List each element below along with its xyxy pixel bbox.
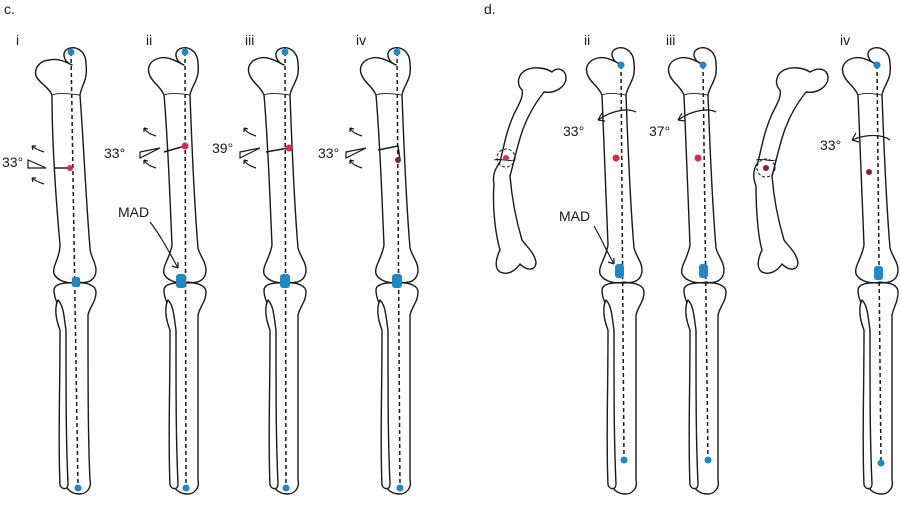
correction-wedge (345, 147, 367, 159)
femoral-head-center-marker (393, 48, 401, 56)
fibula-outline (55, 299, 69, 490)
femur-outline (147, 46, 207, 284)
osteotomy-site-marker (181, 142, 189, 150)
fibula-outline (859, 299, 873, 490)
ankle-center-marker (396, 484, 404, 492)
knee-center-marker (874, 266, 883, 280)
fibula-outline (685, 299, 699, 490)
osteotomy-ring (496, 148, 516, 168)
femur-outline (585, 46, 643, 284)
correction-angle-label: 33° (318, 145, 339, 161)
osteotomy-site-marker (612, 154, 620, 162)
ankle-center-marker (282, 484, 290, 492)
femur-outline (841, 46, 899, 284)
panel-d-letter: d. (484, 1, 496, 17)
osteotomy-site-marker (763, 165, 769, 171)
knee-center-marker (615, 264, 624, 278)
ankle-center-marker (704, 456, 712, 464)
rotation-arrow (677, 109, 717, 122)
panel-d-ii-label: ii (584, 32, 590, 48)
osteotomy-line (163, 145, 186, 153)
knee-center-marker (72, 277, 80, 287)
panel-d-iv-limb: iv 33° (820, 32, 899, 495)
fibula-outline (603, 299, 617, 490)
fibula-outline (377, 299, 391, 490)
panel-d-femur-b (753, 67, 829, 274)
fibula-outline (265, 299, 279, 490)
femur-outline (34, 46, 97, 284)
osteotomy-site-marker (694, 154, 702, 162)
panel-c-i-limb: i 33° (2, 32, 97, 495)
panel-c-ii-label: ii (146, 32, 152, 48)
panel-c-letter: c. (4, 1, 15, 17)
correction-angle-label: 33° (104, 145, 125, 161)
knee-center-marker (699, 264, 708, 278)
femur-outline (667, 46, 725, 284)
panel-d-ii-limb: ii 33° MAD (559, 32, 645, 495)
panel-c-iv-limb: iv 33° (318, 32, 419, 495)
femur-outline (359, 46, 419, 284)
correction-wedge (239, 147, 261, 159)
osteotomy-line (377, 145, 401, 161)
fibula-outline (165, 299, 179, 490)
osteotomy-site-marker (395, 157, 401, 163)
femur-outline (492, 67, 567, 274)
femur-outline (247, 46, 307, 284)
panel-d-femur-a (492, 67, 567, 274)
osteotomy-ring (756, 158, 776, 178)
mechanical-axis-line (702, 64, 709, 461)
osteotomy-site-marker (503, 155, 509, 161)
osteotomy-site-marker (866, 169, 872, 175)
panel-c-ii-limb: ii 33° MAD (104, 32, 207, 495)
correction-angle-label: 37° (649, 123, 670, 139)
ankle-center-marker (74, 484, 82, 492)
panel-d-iv-label: iv (840, 32, 850, 48)
osteotomy-line (265, 147, 289, 153)
mechanical-axis-line (284, 51, 287, 489)
panel-d-iii-label: iii (666, 32, 675, 48)
correction-angle-label: 33° (2, 154, 23, 170)
femoral-head-center-marker (67, 48, 75, 56)
panel-c-i-label: i (16, 32, 19, 48)
correction-wedge (139, 147, 161, 159)
rotation-arrow (597, 109, 637, 122)
correction-angle-label: 33° (563, 123, 584, 139)
mechanical-axis-line (184, 51, 187, 489)
femur-outline (753, 67, 829, 274)
ankle-center-marker (182, 484, 190, 492)
knee-center-marker (280, 274, 290, 288)
ankle-center-marker (620, 456, 628, 464)
panel-c-iii-label: iii (245, 32, 254, 48)
osteotomy-site-marker (67, 165, 73, 171)
femoral-head-center-marker (181, 48, 189, 56)
rotation-arrow (851, 132, 891, 143)
ankle-center-marker (877, 459, 885, 467)
femoral-head-center-marker (699, 61, 707, 69)
panel-c-iii-limb: iii 39° (212, 32, 307, 495)
mad-label: MAD (559, 208, 590, 224)
mechanical-axis-line (396, 51, 401, 489)
mechanical-axis-line (876, 64, 882, 464)
correction-wedge (27, 159, 47, 169)
mad-pointer (593, 225, 615, 265)
correction-angle-label: 33° (820, 137, 841, 153)
femoral-head-center-marker (281, 48, 289, 56)
mad-label: MAD (118, 204, 149, 220)
mad-pointer (149, 221, 179, 269)
panel-c-iv-label: iv (356, 32, 366, 48)
mechanical-axis-line (70, 51, 79, 489)
correction-angle-label: 39° (212, 140, 233, 156)
knee-center-marker (392, 274, 402, 288)
mechanical-axis-line (620, 64, 625, 461)
femoral-head-center-marker (873, 61, 881, 69)
osteotomy-site-marker (285, 144, 293, 152)
panel-d-iii-limb: iii 37° (649, 32, 727, 495)
femoral-head-center-marker (617, 61, 625, 69)
knee-center-marker (176, 274, 186, 288)
